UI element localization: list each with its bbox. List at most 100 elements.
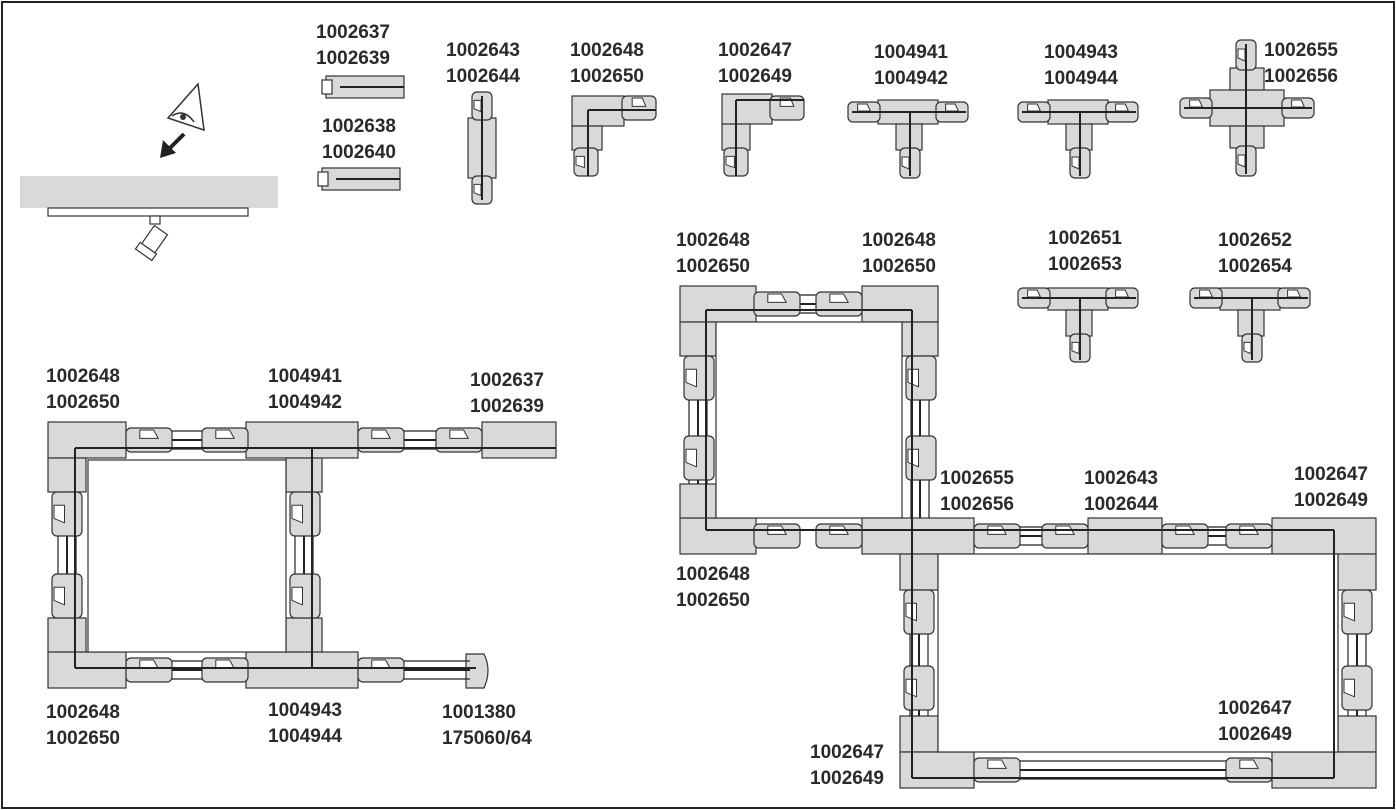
connector (125, 427, 173, 453)
part-number-label: 1002648 1002650 (46, 702, 120, 749)
connector (815, 523, 863, 549)
connector (683, 355, 715, 401)
part-number: 1002648 (862, 230, 936, 251)
part-number-label: 1004941 1004942 (268, 366, 342, 413)
right-corner-er (1271, 517, 1377, 555)
right-corner-ml (679, 517, 757, 555)
part-number: 1002654 (1218, 256, 1292, 277)
part-number: 1002638 (322, 116, 396, 137)
part-number: 1002653 (1048, 254, 1122, 275)
part-number: 1002650 (570, 66, 644, 87)
connector (973, 523, 1021, 549)
part-number-label: 1002648 1002650 (862, 230, 936, 277)
right-straight-coupler (1087, 517, 1163, 555)
part-number-label: 1002647 1002649 (1218, 698, 1292, 745)
part-number-label: 1002648 1002650 (570, 40, 644, 87)
part-number: 175060/64 (442, 728, 532, 749)
connector (815, 291, 863, 317)
left-corner-tl (47, 421, 127, 459)
part-number: 1002637 (470, 370, 544, 391)
part-number: 1002655 (940, 468, 1014, 489)
part-number-label: 1002648 1002650 (676, 230, 750, 277)
right-cross (861, 517, 975, 555)
connector (903, 589, 935, 635)
connector (51, 573, 83, 619)
left-t-bottom (245, 651, 359, 689)
connector (973, 757, 1021, 783)
connector (435, 427, 483, 453)
connector (357, 657, 405, 683)
connector (573, 147, 599, 177)
part-number: 1004944 (1044, 68, 1118, 89)
right-corner-tr (861, 285, 939, 323)
part-number: 1002650 (676, 256, 750, 277)
part-number: 1004941 (874, 42, 948, 63)
part-number-label: 1004943 1004944 (1044, 42, 1118, 89)
part-number: 1002650 (862, 256, 936, 277)
part-number: 1002647 (810, 742, 884, 763)
part-number-label: 1001380 175060/64 (442, 702, 532, 749)
part-number: 1002652 (1218, 230, 1292, 251)
connector (621, 95, 657, 121)
part-number: 1002655 (1264, 40, 1338, 61)
part-number: 1002649 (1294, 490, 1368, 511)
connector (1225, 523, 1273, 549)
part-number-label: 1002637 1002639 (470, 370, 544, 417)
part-number: 1002648 (676, 564, 750, 585)
connector (1161, 523, 1209, 549)
part-number: 1001380 (442, 702, 516, 723)
part-number: 1002648 (570, 40, 644, 61)
connector (125, 657, 173, 683)
part-number: 1002639 (316, 48, 390, 69)
part-number-label: 1002652 1002654 (1218, 230, 1292, 277)
part-number: 1004943 (268, 700, 342, 721)
part-number: 1004943 (1044, 42, 1118, 63)
part-number: 1002649 (1218, 724, 1292, 745)
left-end-straight (481, 421, 557, 459)
right-corner-tl (679, 285, 757, 323)
part-number: 1002648 (676, 230, 750, 251)
part-number: 1002656 (1264, 66, 1338, 87)
part-number-label: 1002647 1002649 (1294, 464, 1368, 511)
part-number: 1002647 (718, 40, 792, 61)
connector (905, 435, 937, 481)
connector (905, 355, 937, 401)
spotlight-icon (134, 224, 169, 262)
part-number: 1002651 (1048, 228, 1122, 249)
part-number: 1002647 (1218, 698, 1292, 719)
connector (201, 427, 249, 453)
connector (289, 491, 321, 537)
part-number: 1002650 (676, 590, 750, 611)
part-number: 1004942 (874, 68, 948, 89)
right-corner-br (1337, 715, 1377, 753)
connector (1341, 589, 1373, 635)
right-corner-bl (899, 715, 939, 753)
connector (289, 573, 321, 619)
part-number: 1004942 (268, 392, 342, 413)
part-number: 1002650 (46, 728, 120, 749)
connector (357, 427, 405, 453)
right-layout (679, 285, 1377, 789)
part-number-label: 1002648 1002650 (676, 564, 750, 611)
connector (683, 435, 715, 481)
ceiling-illustration (20, 82, 278, 262)
connector (1041, 523, 1089, 549)
connector (51, 491, 83, 537)
connector (903, 665, 935, 711)
part-number: 1002639 (470, 396, 544, 417)
part-number: 1002643 (1084, 468, 1158, 489)
parts-group (47, 39, 1377, 789)
part-number: 1004941 (268, 366, 342, 387)
part-number: 1002648 (46, 702, 120, 723)
part-number: 1002647 (1294, 464, 1368, 485)
connector (201, 657, 249, 683)
